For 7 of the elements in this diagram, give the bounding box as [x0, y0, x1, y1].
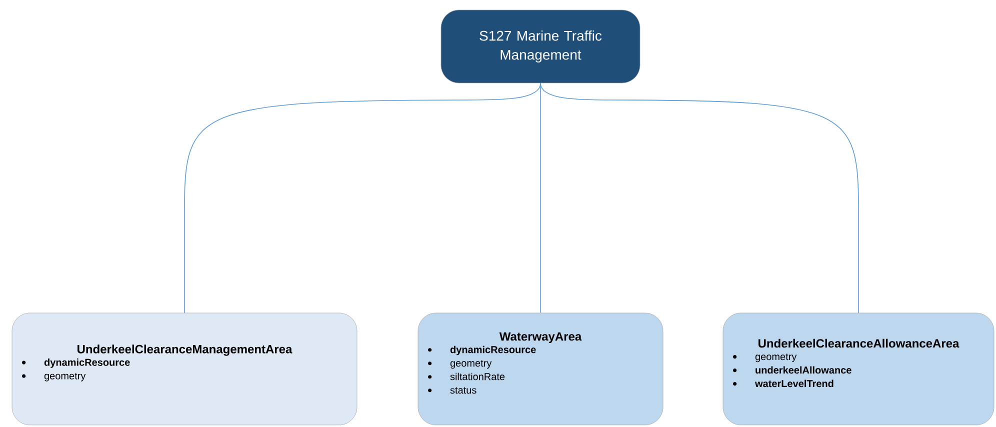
class-box: UnderkeelClearanceManagementArea dynamicResource geometry: [12, 312, 358, 426]
title-box: S127 Marine Traffic Management: [440, 10, 640, 84]
connector-line: [540, 82, 541, 314]
class-box: UnderkeelClearanceAllowanceArea geometry underkeelAllowance waterLevelTrend: [722, 312, 994, 426]
connector-line: [540, 82, 859, 314]
class-box: WaterwayArea dynamicResource geometry siltationRate status: [418, 312, 664, 426]
connector-line: [184, 82, 541, 314]
